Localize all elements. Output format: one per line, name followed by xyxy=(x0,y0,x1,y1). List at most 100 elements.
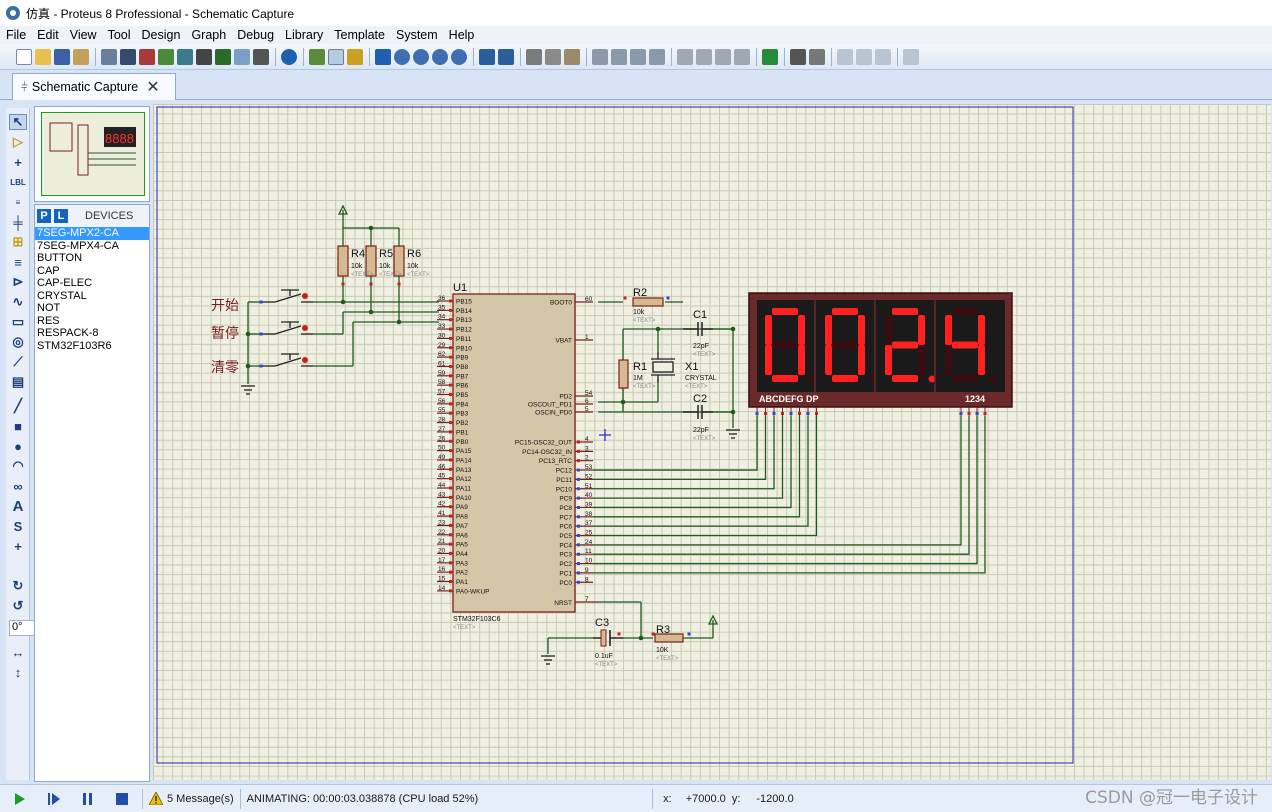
mirror-x-icon[interactable]: ↔ xyxy=(11,644,25,660)
grid-icon[interactable] xyxy=(328,48,344,65)
capacitor-c1[interactable] xyxy=(683,322,713,336)
menu-template[interactable]: Template xyxy=(334,28,385,42)
device-list-item[interactable]: RESPACK-8 xyxy=(37,327,99,339)
resistor-r2[interactable] xyxy=(632,297,664,307)
resistor-r6[interactable] xyxy=(393,245,405,277)
play-button[interactable] xyxy=(6,789,34,809)
rotate-clockwise-icon[interactable]: ↻ xyxy=(12,578,24,593)
zoom-area-icon[interactable] xyxy=(451,48,467,65)
pick-device-icon[interactable] xyxy=(677,48,693,65)
virtual-instruments-icon[interactable]: ▤ xyxy=(11,374,25,389)
pan-icon[interactable] xyxy=(375,48,391,65)
3d-view-icon[interactable] xyxy=(177,48,193,65)
voltage-probe-icon[interactable]: ⟋ xyxy=(13,354,23,369)
stop-button[interactable] xyxy=(108,789,136,809)
copy-icon[interactable] xyxy=(545,48,561,65)
menu-design[interactable]: Design xyxy=(141,28,181,42)
device-list-item[interactable]: BUTTON xyxy=(37,252,83,264)
new-file-icon[interactable] xyxy=(16,48,32,65)
block-move-icon[interactable] xyxy=(611,48,627,65)
menu-edit[interactable]: Edit xyxy=(37,28,59,42)
step-button[interactable] xyxy=(40,789,68,809)
pause-button[interactable] xyxy=(74,789,102,809)
paste-icon[interactable] xyxy=(564,48,580,65)
property-tool-icon[interactable] xyxy=(809,48,825,65)
decompose-icon[interactable] xyxy=(734,48,750,65)
source-code-icon[interactable] xyxy=(215,48,231,65)
subcircuit-icon[interactable]: ⊞ xyxy=(12,234,24,249)
resistor-r4[interactable] xyxy=(337,245,349,277)
path-icon[interactable]: ∞ xyxy=(13,478,23,494)
button-clear[interactable] xyxy=(261,353,313,367)
capacitor-c3[interactable] xyxy=(593,629,623,647)
device-pins-icon[interactable]: ⊳ xyxy=(12,274,24,289)
save-icon[interactable] xyxy=(54,48,70,65)
device-list-item[interactable]: STM32F103R6 xyxy=(37,339,112,352)
selection-mode-icon[interactable]: ↖ xyxy=(9,114,27,130)
new-sheet-icon[interactable] xyxy=(837,48,853,65)
exit-to-parent-icon[interactable] xyxy=(875,48,891,65)
button-start[interactable] xyxy=(261,289,313,303)
menu-help[interactable]: Help xyxy=(448,28,475,42)
zoom-all-icon[interactable] xyxy=(432,48,448,65)
buses-icon[interactable]: ╪ xyxy=(13,214,23,230)
text-script-icon[interactable]: ≡ xyxy=(15,197,21,207)
library-manager-button[interactable]: L xyxy=(54,209,68,223)
redo-icon[interactable] xyxy=(498,48,514,65)
menu-tool[interactable]: Tool xyxy=(107,28,131,42)
wire-autorouter-icon[interactable] xyxy=(762,48,778,65)
schematic-canvas[interactable]: R4 10k R5 10k R6 10k <TEXT> <TEXT> <TEXT… xyxy=(153,104,1271,780)
block-rotate-icon[interactable] xyxy=(630,48,646,65)
terminals-icon[interactable]: ≡ xyxy=(14,254,22,270)
close-icon[interactable]: ✕ xyxy=(146,79,160,96)
device-list-item[interactable]: CRYSTAL xyxy=(37,289,87,302)
button-pause[interactable] xyxy=(261,321,313,335)
device-list-item[interactable]: NOT xyxy=(37,302,61,314)
search-icon[interactable] xyxy=(790,48,806,65)
make-device-icon[interactable] xyxy=(696,48,712,65)
menu-file[interactable]: File xyxy=(6,28,27,42)
cut-icon[interactable] xyxy=(526,48,542,65)
refresh-icon[interactable] xyxy=(309,48,325,65)
netlist-icon[interactable] xyxy=(903,48,919,65)
rotate-anticlockwise-icon[interactable]: ↺ xyxy=(12,598,24,613)
messages-count[interactable]: 5 Message(s) xyxy=(167,792,234,805)
open-folder-icon[interactable] xyxy=(35,48,51,65)
notes-icon[interactable] xyxy=(253,48,269,65)
symbol-icon[interactable]: S xyxy=(13,518,23,534)
mirror-y-icon[interactable]: ↕ xyxy=(14,664,22,680)
gerber-icon[interactable] xyxy=(158,48,174,65)
tape-recorder-icon[interactable]: ▭ xyxy=(11,314,25,329)
device-list-item[interactable]: CAP xyxy=(37,264,60,277)
pcb-icon[interactable] xyxy=(139,48,155,65)
zoom-out-icon[interactable] xyxy=(413,48,429,65)
text-icon[interactable]: A xyxy=(12,497,24,515)
menu-view[interactable]: View xyxy=(69,28,97,42)
remove-sheet-icon[interactable] xyxy=(856,48,872,65)
menu-graph[interactable]: Graph xyxy=(191,28,227,42)
arc-icon[interactable]: ◠ xyxy=(12,458,24,473)
circle-icon[interactable]: ● xyxy=(14,438,22,454)
import-icon[interactable] xyxy=(73,48,89,65)
box-icon[interactable]: ■ xyxy=(14,418,22,434)
origin-icon[interactable] xyxy=(347,48,363,65)
bom-icon[interactable] xyxy=(196,48,212,65)
graph-mode-icon[interactable]: ∿ xyxy=(12,294,24,309)
generator-icon[interactable]: ◎ xyxy=(12,334,24,349)
resistor-r1[interactable] xyxy=(618,359,629,389)
device-list-item[interactable]: 7SEG-MPX4-CA xyxy=(37,239,119,252)
resistor-r5[interactable] xyxy=(365,245,377,277)
line-icon[interactable]: ╱ xyxy=(14,398,22,413)
block-copy-icon[interactable] xyxy=(592,48,608,65)
pick-devices-button[interactable]: P xyxy=(37,209,51,223)
component-mode-icon[interactable]: ▷ xyxy=(13,134,23,149)
schematic-icon[interactable] xyxy=(120,48,136,65)
wire-label-icon[interactable]: LBL xyxy=(10,177,26,187)
zoom-in-icon[interactable] xyxy=(394,48,410,65)
overview-window[interactable]: 8888 xyxy=(34,106,150,202)
design-explorer-icon[interactable] xyxy=(234,48,250,65)
tab-schematic-capture[interactable]: ⫩ Schematic Capture ✕ xyxy=(12,73,176,100)
undo-icon[interactable] xyxy=(479,48,495,65)
menu-debug[interactable]: Debug xyxy=(237,28,275,42)
resistor-r3[interactable] xyxy=(654,633,684,643)
